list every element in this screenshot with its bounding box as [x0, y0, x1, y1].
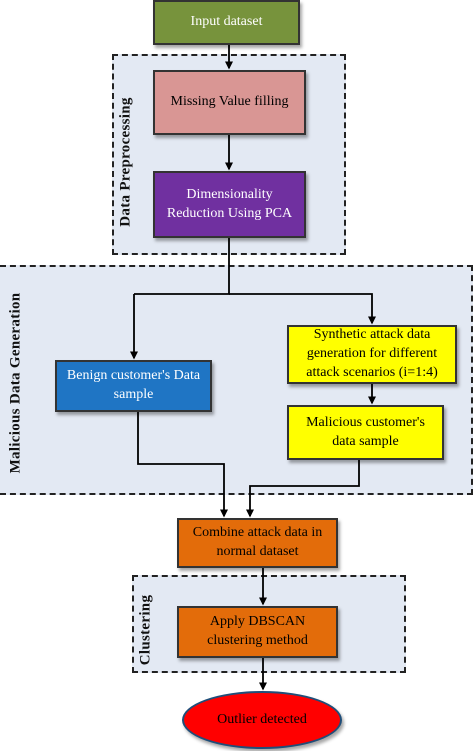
- combine-node: Combine attack data in normal dataset: [177, 518, 338, 568]
- benign-sample-node: Benign customer's Data sample: [55, 360, 212, 412]
- malicious-sample-node: Malicious customer's data sample: [287, 405, 444, 460]
- missing-value-filling-node: Missing Value filling: [153, 70, 306, 135]
- data-preprocessing-label: Data Preprocessing: [117, 97, 134, 227]
- dbscan-node: Apply DBSCAN clustering method: [177, 606, 338, 658]
- synthetic-attack-node: Synthetic attack data generation for dif…: [287, 325, 457, 384]
- malicious-data-generation-label: Malicious Data Generation: [7, 292, 24, 474]
- pca-node: Dimensionality Reduction Using PCA: [153, 171, 306, 238]
- input-dataset-node: Input dataset: [153, 0, 300, 45]
- clustering-label: Clustering: [137, 594, 154, 666]
- outlier-detected-node: Outlier detected: [182, 691, 342, 749]
